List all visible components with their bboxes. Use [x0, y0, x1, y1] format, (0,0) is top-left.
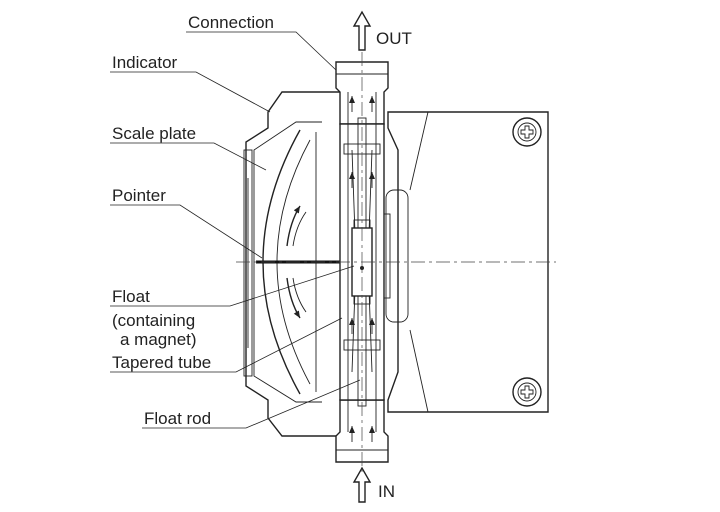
phillips-screw-icon	[512, 117, 542, 147]
label-indicator: Indicator	[112, 53, 178, 72]
indicator-housing	[243, 91, 343, 437]
label-connection: Connection	[188, 13, 274, 32]
label-out: OUT	[376, 29, 412, 48]
out-flow-arrow-icon	[352, 10, 372, 51]
float-leader	[110, 265, 355, 307]
label-float: Float	[112, 287, 150, 306]
float-rod-leader	[142, 379, 361, 429]
pointer-leader	[110, 204, 263, 259]
phillips-screw-icon	[512, 377, 542, 407]
label-scale-plate: Scale plate	[112, 124, 196, 143]
label-in: IN	[378, 482, 395, 501]
label-float-rod: Float rod	[144, 409, 211, 428]
tapered-tube-leader	[110, 317, 343, 373]
label-float-magnet: a magnet)	[120, 330, 197, 349]
connection-leader	[186, 31, 337, 71]
in-flow-arrow-icon	[352, 466, 372, 503]
label-float-containing: (containing	[112, 311, 195, 330]
label-tapered-tube: Tapered tube	[112, 353, 211, 372]
indicator-leader	[110, 71, 271, 113]
scale-plate-leader	[110, 142, 267, 171]
label-pointer: Pointer	[112, 186, 166, 205]
